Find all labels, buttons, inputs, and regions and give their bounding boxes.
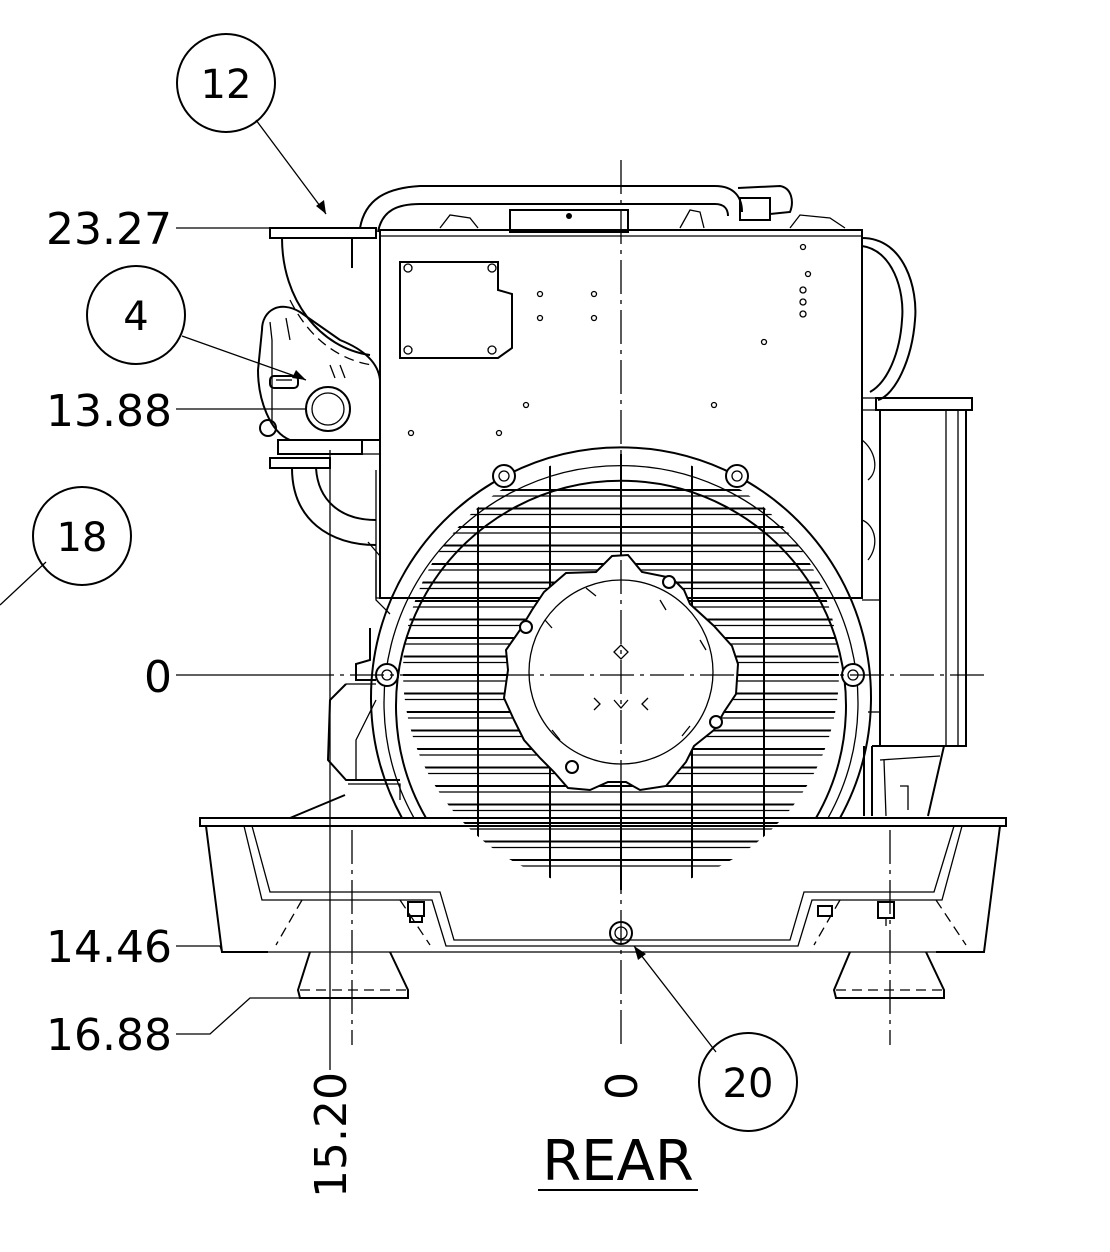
dimension-0-horizontal: 0 bbox=[144, 652, 172, 703]
svg-text:12: 12 bbox=[201, 62, 252, 108]
svg-text:18: 18 bbox=[57, 515, 108, 561]
dimension-13-88: 13.88 bbox=[46, 386, 172, 437]
svg-text:20: 20 bbox=[723, 1061, 774, 1107]
dimension-16-88: 16.88 bbox=[46, 1010, 172, 1061]
base-frame bbox=[199, 817, 1007, 999]
balloon-4: 4 bbox=[86, 265, 186, 365]
center-lines bbox=[300, 160, 985, 1045]
balloon-18: 18 bbox=[32, 486, 132, 586]
balloon-20: 20 bbox=[698, 1032, 798, 1132]
dimension-23-27: 23.27 bbox=[46, 204, 172, 255]
dimension-leaders bbox=[176, 227, 376, 1070]
view-title: REAR bbox=[542, 1129, 694, 1194]
svg-text:4: 4 bbox=[123, 294, 148, 340]
dimension-0-vertical: 0 bbox=[597, 1072, 648, 1100]
dimension-15-20: 15.20 bbox=[306, 1072, 357, 1198]
dimension-14-46: 14.46 bbox=[46, 922, 172, 973]
balloon-leaders bbox=[0, 119, 717, 1053]
balloon-12: 12 bbox=[176, 33, 276, 133]
